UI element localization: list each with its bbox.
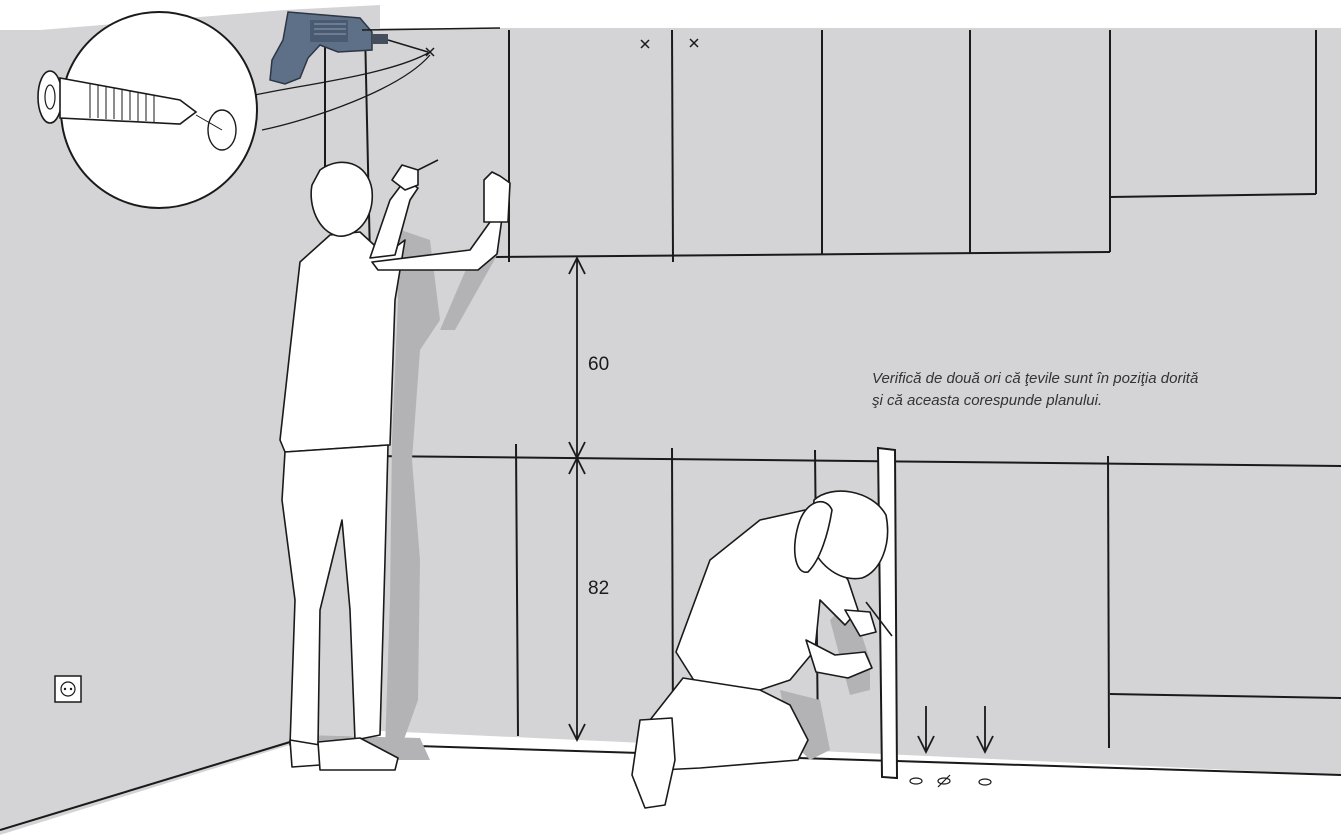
instruction-note-line-2: şi că aceasta corespunde planului. [872, 390, 1212, 412]
instruction-note: Verifică de două ori că ţevile sunt în p… [872, 368, 1212, 412]
dimension-label-upper: 60 [588, 354, 609, 376]
dimension-label-lower: 82 [588, 578, 609, 600]
power-outlet-icon [55, 676, 81, 702]
level-board [878, 448, 897, 778]
instruction-note-line-1: Verifică de două ori că ţevile sunt în p… [872, 368, 1212, 390]
